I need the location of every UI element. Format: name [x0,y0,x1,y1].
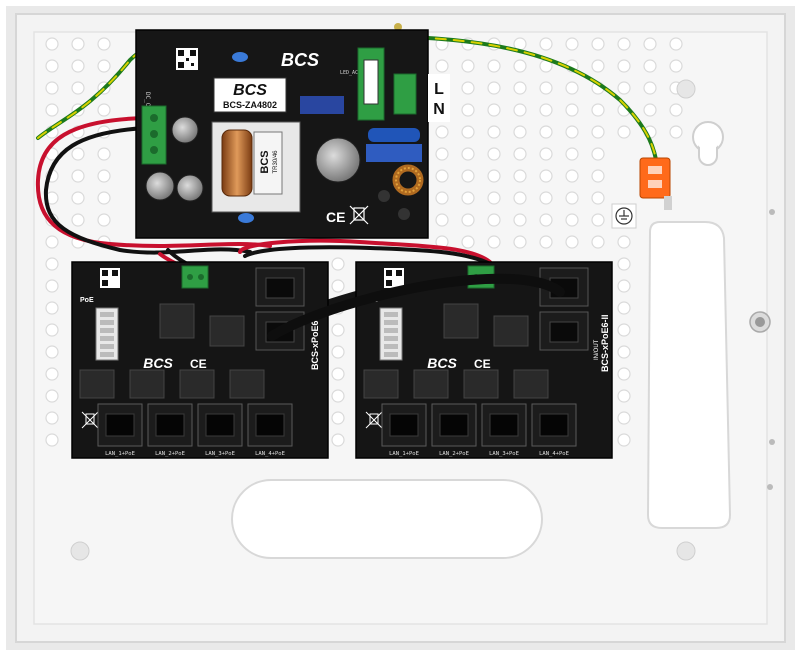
psu-transformer-brand: BCS [259,150,271,173]
mains-l-label: L [434,81,444,98]
switch-right-weee-icon [365,411,383,429]
switch-left-lan-port-1-label: LAN_1+PoE [105,451,135,457]
keyhole-slot [692,121,724,166]
mains-label: L N [428,74,450,122]
mains-n-label: N [433,101,445,118]
switch-right-model: BCS-xPoE6-II [600,314,610,372]
switch-right-chips [363,303,549,399]
switch-right-lan-port-2-socket [439,413,469,437]
switch-left-lan-port-3-label: LAN_3+PoE [205,451,235,457]
psu-label-model: BCS-ZA4802 [223,100,277,110]
psu-led-label: LED_AC [340,70,358,76]
weee-icon [349,205,369,225]
psu-ce-mark: CE [326,209,345,225]
ground-connector [639,157,672,210]
switch-board-right: PoE IN/OUT BCS CE BCS-xPoE6-II LAN_1+PoE… [355,261,613,459]
switch-left-model: BCS-xPoE6-II [310,312,320,370]
switch-left-poe-label: PoE [80,297,94,304]
switch-left-lan-port-3-socket [205,413,235,437]
psu-model-label [213,77,287,113]
switch-right-lan-port-2-label: LAN_2+PoE [439,451,469,457]
psu-transformer-model: TR30/46 [273,150,279,174]
switch-right-inout-label: IN/OUT [594,339,600,360]
switch-left-lan-port-1-socket [105,413,135,437]
switch-left-lan-port-4-label: LAN_4+PoE [255,451,285,457]
psu-board: BCS LED_AC DC_OUT BCS BCS-ZA4802 BCS TR3… [135,29,429,239]
switch-left-chips [79,303,265,399]
psu-label-brand: BCS [233,82,267,99]
switch-left-ce-mark: CE [190,357,207,371]
switch-right-lan-port-4-label: LAN_4+PoE [539,451,569,457]
psu-brand-top: BCS [281,50,319,70]
patch-cable [267,273,565,341]
switch-left-power-terminal [181,265,209,289]
switch-left-lan-port-2-label: LAN_2+PoE [155,451,185,457]
switch-right-brand: BCS [427,355,457,371]
switch-left-lan-port-4-socket [255,413,285,437]
switch-right-lan-port-4-socket [539,413,569,437]
switch-right-lan-port-1-socket [389,413,419,437]
switch-left-brand: BCS [143,355,173,371]
psu-capacitors [145,116,361,202]
switch-right-ce-mark: CE [474,357,491,371]
ground-sticker [611,203,637,229]
standoffs [70,23,775,561]
psu-qr-pattern [178,50,196,68]
psu-blue-components [232,52,422,223]
switch-right-lan-port-3-socket [489,413,519,437]
switch-right-lan-port-3-label: LAN_3+PoE [489,451,519,457]
psu-dc-label: DC_OUT [144,92,151,114]
psu-transformer: BCS TR30/46 [211,121,301,213]
switch-left-weee-icon [81,411,99,429]
switch-right-lan-port-2[interactable] [431,403,477,447]
switch-right-lan-port-1-label: LAN_1+PoE [389,451,419,457]
cable-cutouts [231,221,732,559]
switch-left-lan-port-2-socket [155,413,185,437]
switch-board-left: PoE BCS CE BCS-xPoE6-II LAN_1+PoE LAN_2+P… [71,261,329,459]
